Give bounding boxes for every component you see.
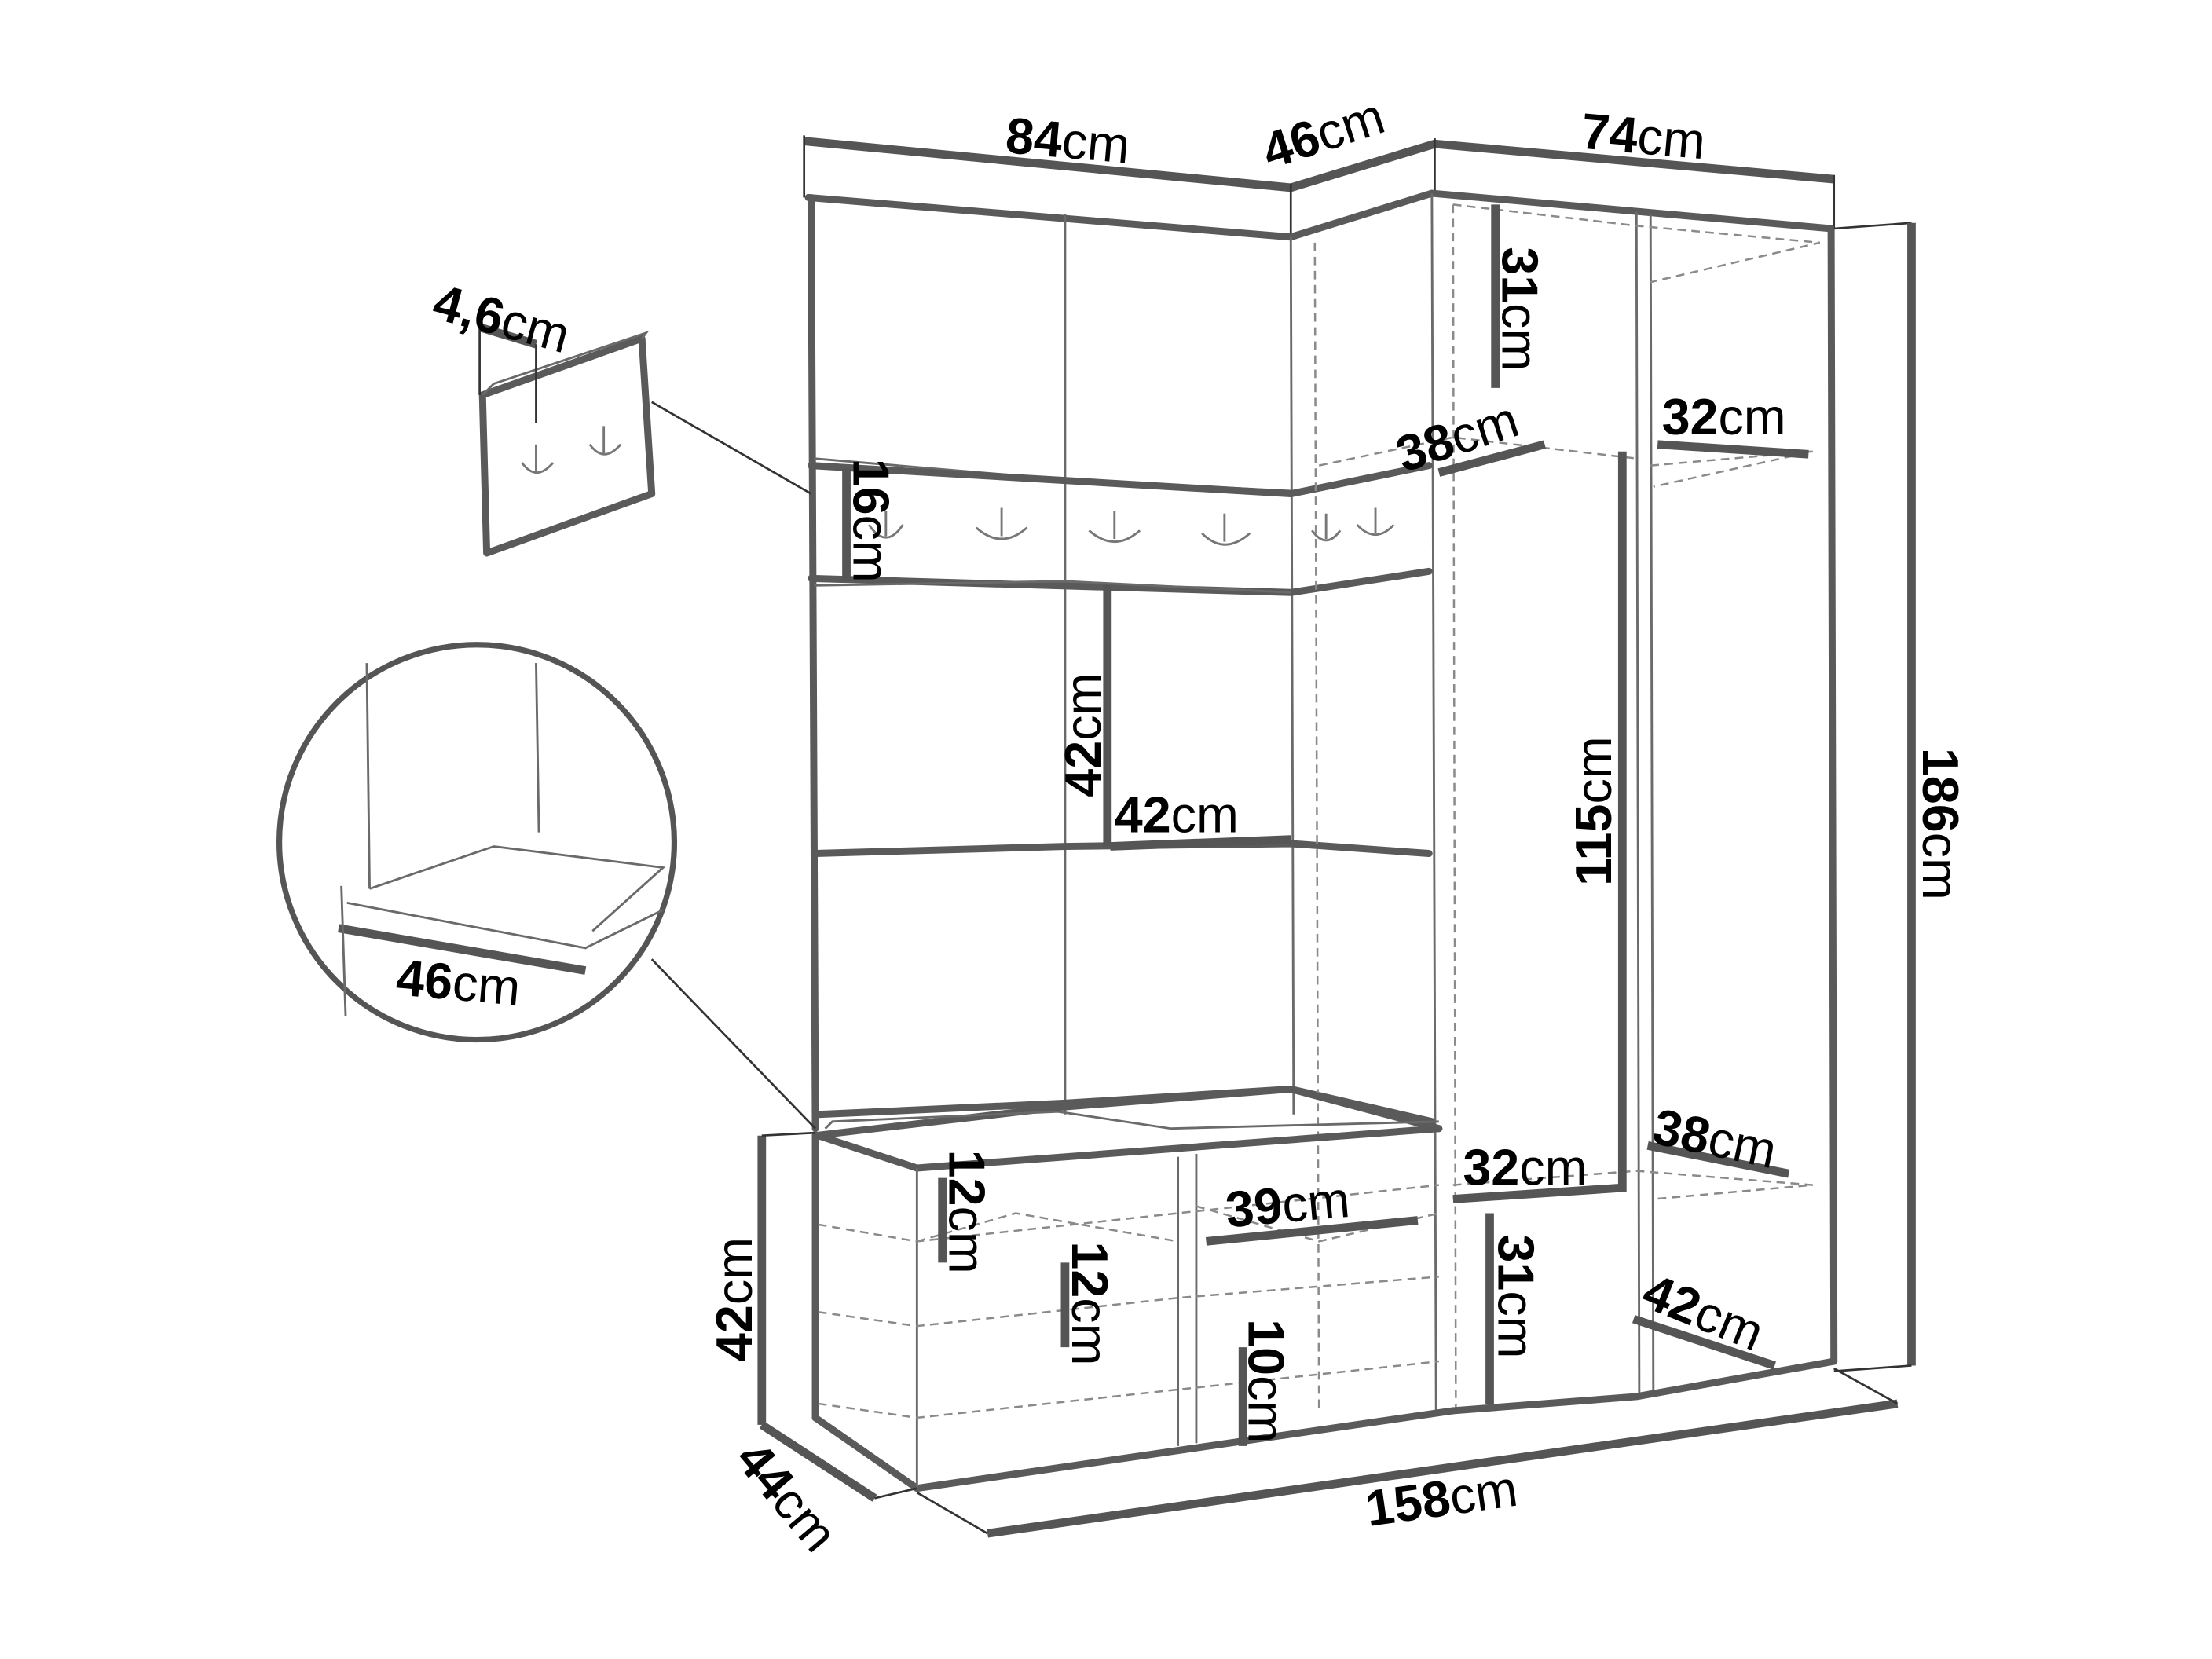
label-46cm-cushion: 46cm [394, 948, 523, 1016]
hook-icon [975, 507, 1028, 540]
hook-icon [1088, 511, 1141, 543]
label-115cm: 115cm [1565, 736, 1622, 885]
hook-icon [521, 444, 555, 474]
label-158cm: 158cm [1362, 1459, 1521, 1537]
label-10cm: 10cm [1237, 1319, 1295, 1443]
dimension-bars [757, 204, 1916, 1538]
hook-icon [1201, 513, 1251, 546]
label-12cm-a: 12cm [939, 1150, 996, 1274]
label-42cm-vertical: 42cm [1054, 673, 1111, 797]
label-16cm: 16cm [843, 459, 900, 583]
coat-hooks [868, 507, 1395, 546]
label-74cm: 74cm [1579, 102, 1708, 170]
hook-icon [588, 426, 622, 456]
label-39cm: 39cm [1223, 1170, 1352, 1238]
hook-panel-detail [478, 323, 812, 557]
bench-unit [811, 1085, 1457, 1492]
hook-icon [1311, 513, 1342, 542]
label-42cm-bench: 42cm [705, 1237, 763, 1361]
label-12cm-b: 12cm [1061, 1241, 1119, 1365]
label-32cm-lower: 32cm [1463, 1139, 1587, 1196]
label-42cm-horizontal: 42cm [1115, 786, 1239, 844]
label-186cm: 186cm [1912, 748, 1969, 900]
hook-icon [1356, 507, 1395, 537]
hook-icon [868, 511, 904, 539]
right-wardrobe [1318, 203, 1838, 1415]
label-31cm-lower: 31cm [1487, 1234, 1544, 1358]
label-38cm-lower: 38cm [1648, 1097, 1782, 1179]
label-31cm-upper: 31cm [1492, 247, 1549, 371]
label-32cm-upper: 32cm [1662, 388, 1786, 445]
seat-cushion-detail [276, 642, 817, 1130]
top-dimension-lines [803, 135, 1836, 237]
label-84cm: 84cm [1003, 106, 1132, 174]
